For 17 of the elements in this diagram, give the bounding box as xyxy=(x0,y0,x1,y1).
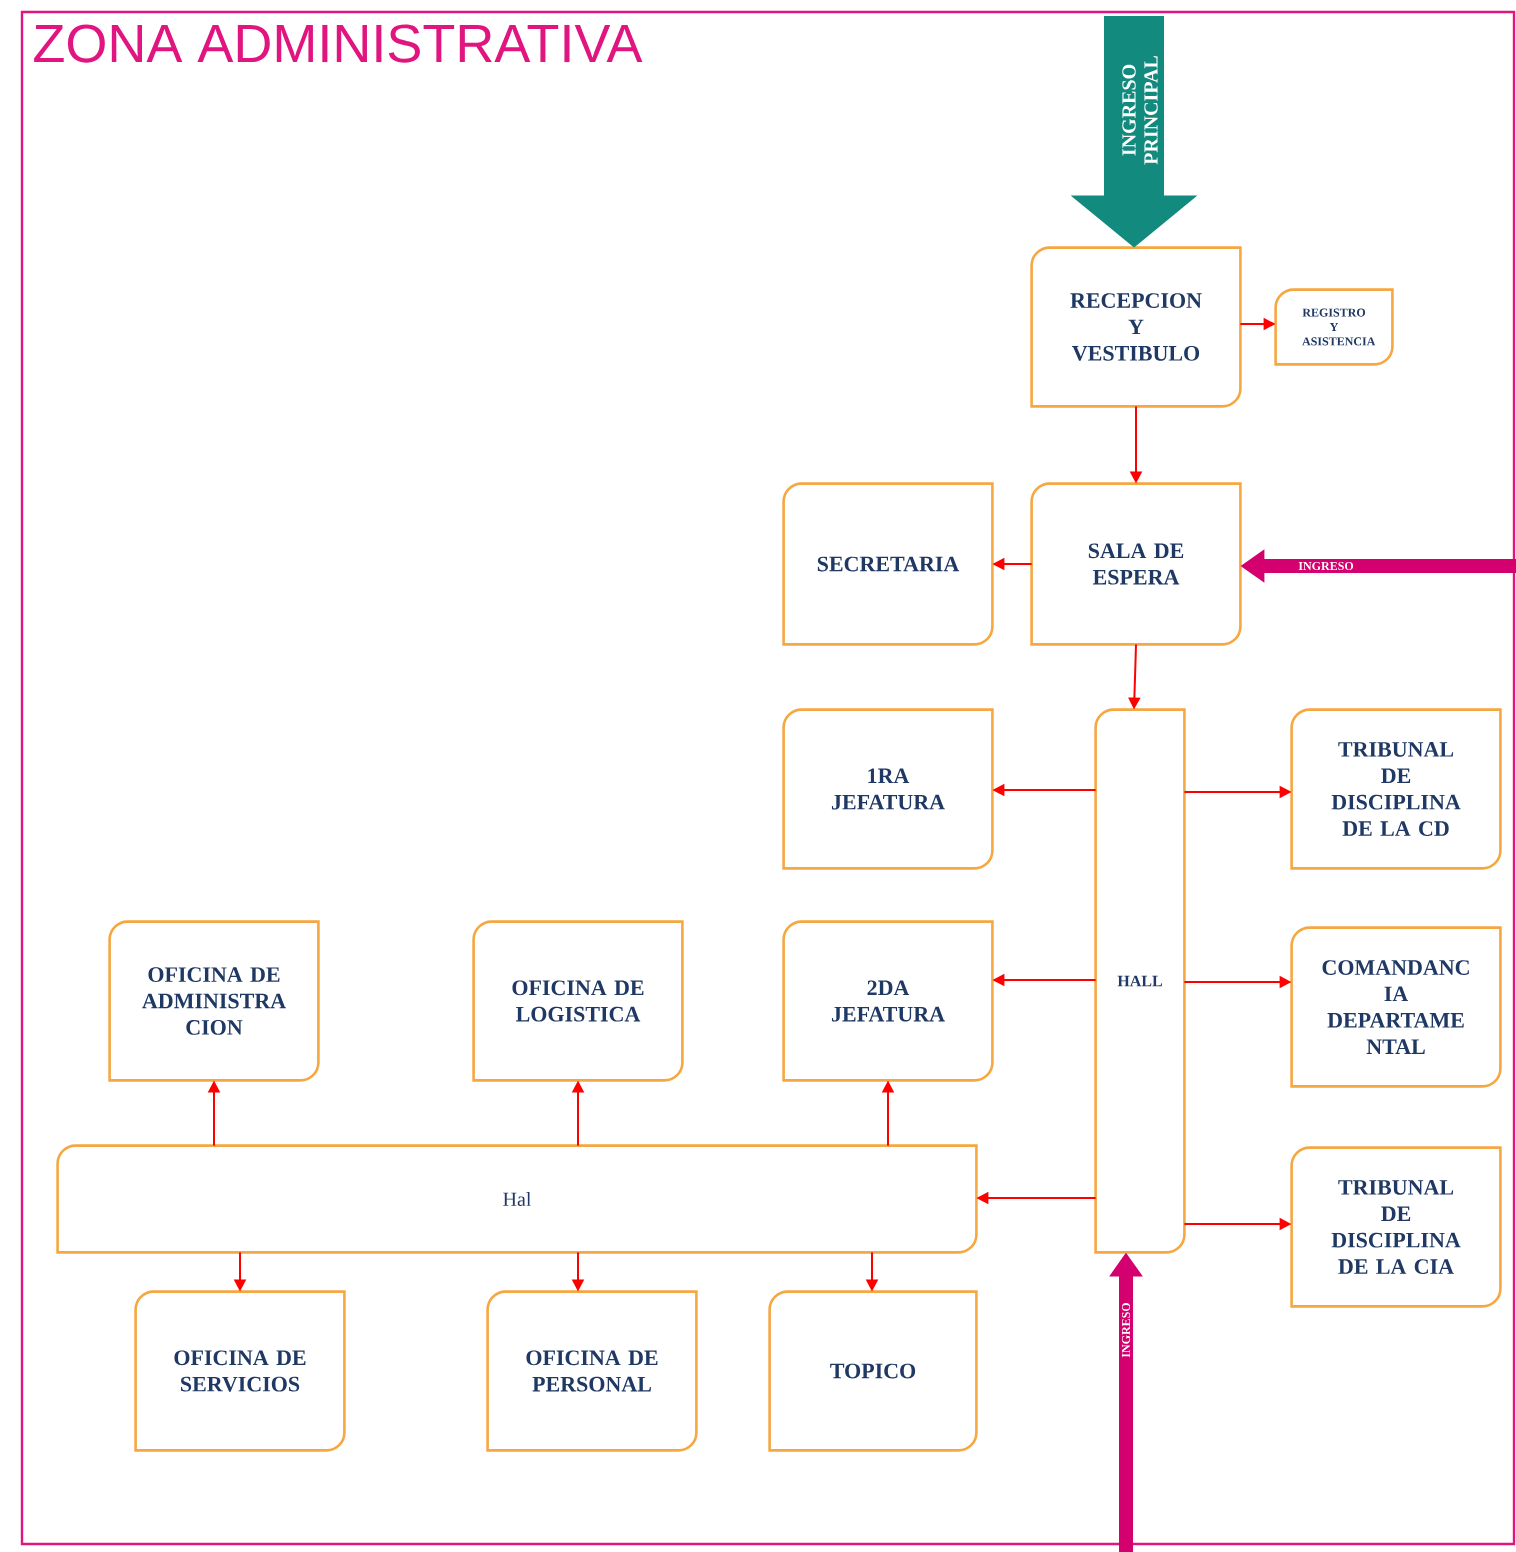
room-box: TRIBUNAL DE DISCIPLINA DE LA CD xyxy=(1290,708,1502,870)
room-box: COMANDANC IA DEPARTAME NTAL xyxy=(1290,926,1502,1088)
room-box: SALA DE ESPERA xyxy=(1030,482,1242,646)
room-box: OFICINA DE PERSONAL xyxy=(486,1290,698,1452)
room-box: RECEPCION Y VESTIBULO xyxy=(1030,246,1242,408)
room-box: OFICINA DE LOGISTICA xyxy=(472,920,684,1082)
hall-box: HALL xyxy=(1094,708,1186,1254)
room-box: SECRETARIA xyxy=(782,482,994,646)
room-box: 2DA JEFATURA xyxy=(782,920,994,1082)
room-box: 1RA JEFATURA xyxy=(782,708,994,870)
room-box: OFICINA DE ADMINISTRA CION xyxy=(108,920,320,1082)
edge-label: INGRESO PRINCIPAL xyxy=(1122,56,1158,165)
room-box: TOPICO xyxy=(768,1290,978,1452)
title: ZONA ADMINISTRATIVA xyxy=(34,24,643,63)
room-box: OFICINA DE SERVICIOS xyxy=(134,1290,346,1452)
hall-box: Hal xyxy=(56,1144,978,1254)
room-box: TRIBUNAL DE DISCIPLINA DE LA CIA xyxy=(1290,1146,1502,1308)
